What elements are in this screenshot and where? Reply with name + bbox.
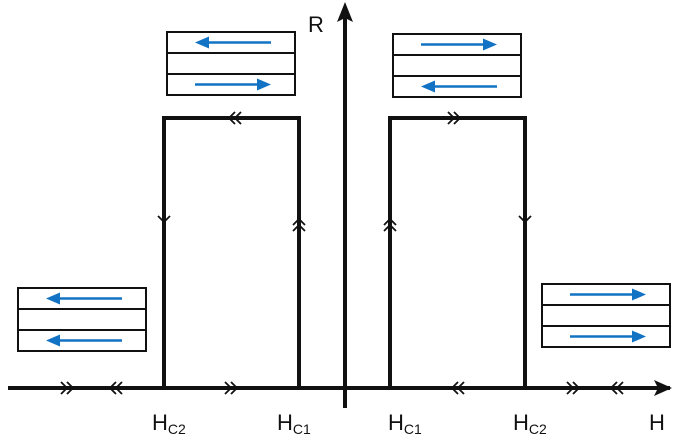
magnetization-right-arrow-icon (570, 330, 646, 343)
r-axis-label: R (308, 12, 324, 37)
magnetization-right-arrow-icon (195, 78, 271, 91)
right-loop (388, 116, 527, 388)
layer-stacks (17, 31, 671, 352)
chevron-down-icon (157, 215, 171, 224)
h-axis-label: H (649, 410, 665, 435)
chevron-right-icon (447, 111, 462, 125)
chevron-left-icon (609, 381, 624, 395)
chevron-right-icon (224, 381, 239, 395)
spacer-layer (166, 52, 296, 75)
chevron-up-icon (383, 217, 397, 232)
spacer-layer (392, 54, 522, 77)
chevron-left-icon (450, 381, 465, 395)
chevron-left-icon (108, 381, 123, 395)
magnetization-right-arrow-icon (570, 288, 646, 301)
hc2-right-label: HC2 (513, 410, 547, 437)
magnetization-left-arrow-icon (46, 292, 122, 305)
chevron-right-icon (566, 381, 581, 395)
layer-stack-right-low (541, 283, 671, 348)
chevron-left-icon (227, 111, 242, 125)
hc1-left-label: HC1 (277, 410, 311, 437)
hc2-left-label: HC2 (152, 410, 186, 437)
h-axis-arrowhead (654, 380, 672, 396)
sweep-direction-markers (60, 111, 624, 395)
magnetization-left-arrow-icon (195, 36, 271, 49)
hc1-right-label: HC1 (388, 410, 422, 437)
r-axis-arrowhead (337, 2, 353, 22)
layer-stack-top-left (166, 31, 296, 96)
left-loop (162, 116, 301, 388)
chevron-up-icon (292, 217, 306, 232)
magnetization-left-arrow-icon (421, 80, 497, 93)
spacer-layer (17, 308, 147, 331)
chevron-down-icon (518, 215, 532, 224)
magnetization-left-arrow-icon (46, 334, 122, 347)
chevron-right-icon (60, 381, 75, 395)
magnetization-right-arrow-icon (421, 38, 497, 51)
spacer-layer (541, 304, 671, 327)
layer-stack-top-right (392, 33, 522, 98)
layer-stack-left-low (17, 287, 147, 352)
